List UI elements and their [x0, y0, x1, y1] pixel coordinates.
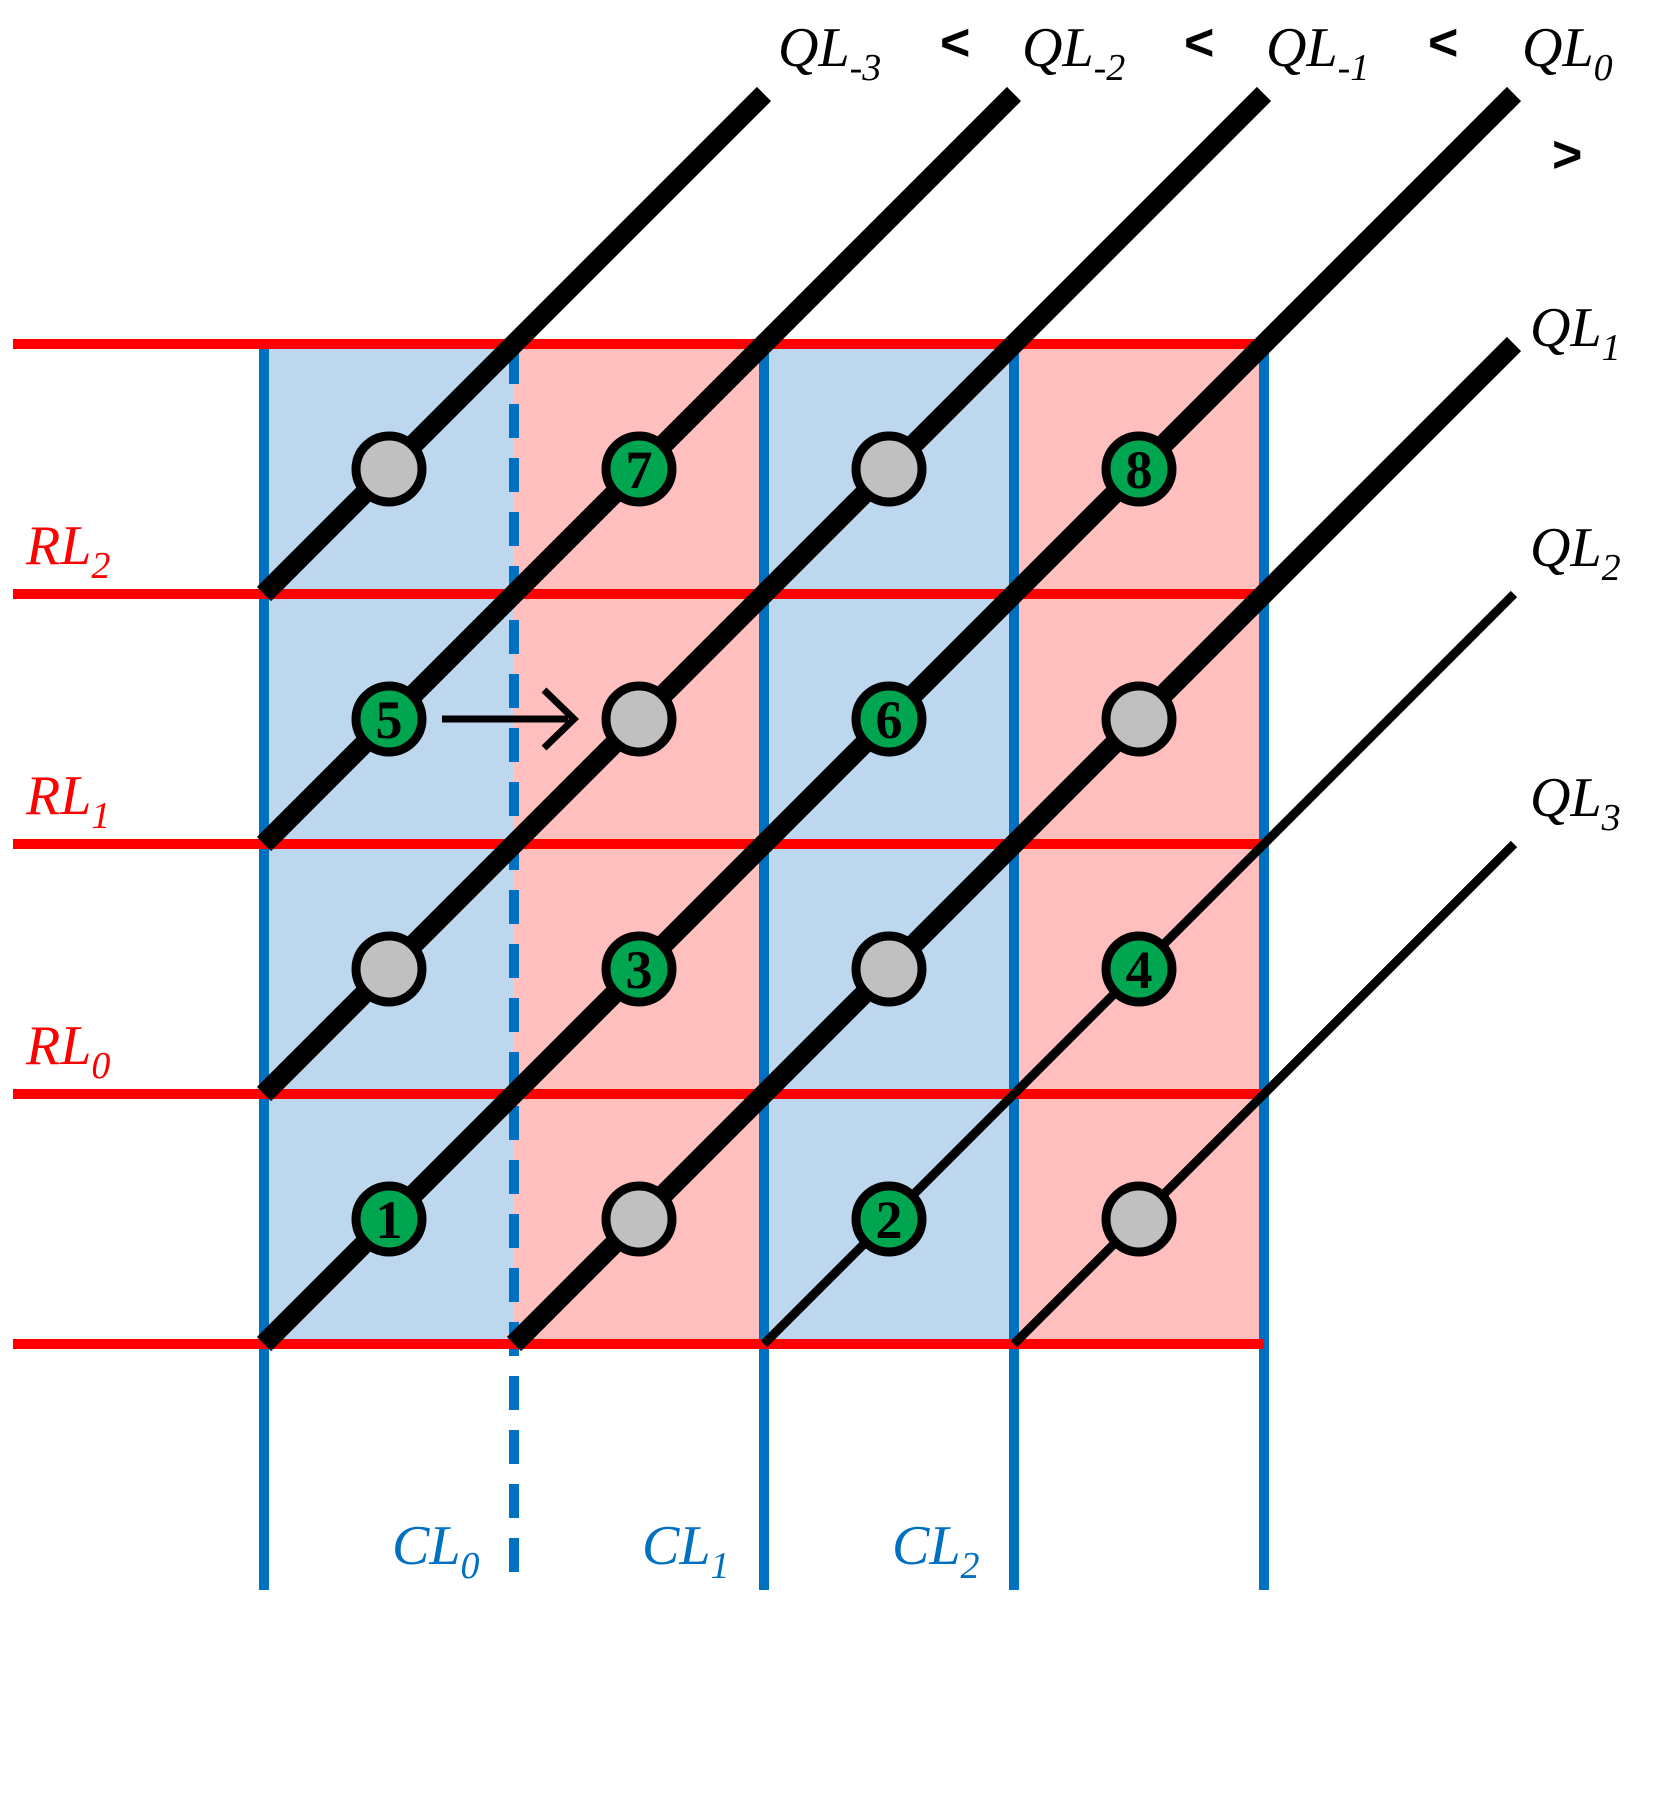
q-line-1	[506, 336, 1522, 1352]
q-line-minus3	[256, 86, 772, 602]
green-node-3: 3	[601, 931, 677, 1007]
comparator: <	[940, 14, 970, 72]
q-label-minus2: QL-2	[1022, 17, 1125, 89]
green-node-circle	[351, 681, 427, 757]
row-label-1: RL1	[25, 765, 110, 837]
row-lines	[13, 339, 1264, 1349]
shift-arrow	[442, 687, 580, 751]
q-label-0: QL0	[1522, 17, 1613, 89]
column-labels: CL0 CL1 CL2	[392, 1515, 980, 1587]
gray-node	[851, 431, 927, 507]
green-node-8: 8	[1101, 431, 1177, 507]
node-number: 5	[376, 690, 403, 750]
node-number: 1	[376, 1190, 403, 1250]
q-label-3: QL3	[1530, 767, 1621, 839]
gray-node	[1101, 1181, 1177, 1257]
node-number: 7	[626, 440, 653, 500]
arrow-head	[541, 687, 580, 751]
q-label-2: QL2	[1530, 517, 1621, 589]
q-labels: QL-3 QL-2 QL-1 QL0 QL1 QL2 QL3	[778, 17, 1621, 839]
green-node-4: 4	[1101, 931, 1177, 1007]
green-node-6: 6	[851, 681, 927, 757]
row-label-0: RL0	[25, 1015, 110, 1087]
green-node-circle	[351, 1181, 427, 1257]
comparator: <	[1184, 14, 1214, 72]
column-lines	[259, 344, 1269, 1590]
green-node-circle	[601, 931, 677, 1007]
green-node-5: 5	[351, 681, 427, 757]
green-nodes: 7 8 5 6 3 4 1 2	[351, 431, 1177, 1257]
q-label-minus1: QL-1	[1266, 17, 1369, 89]
node-number: 6	[876, 690, 903, 750]
green-node-2: 2	[851, 1181, 927, 1257]
row-label-2: RL2	[25, 515, 110, 587]
comparator: >	[1552, 126, 1582, 184]
gray-node	[601, 1181, 677, 1257]
gray-node	[851, 931, 927, 1007]
q-label-minus3: QL-3	[778, 17, 881, 89]
gray-node	[351, 931, 427, 1007]
q-line-3	[1010, 840, 1518, 1348]
node-number: 3	[626, 940, 653, 1000]
green-node-circle	[1101, 431, 1177, 507]
green-node-circle	[851, 1181, 927, 1257]
node-number: 2	[876, 1190, 903, 1250]
column-label-1: CL1	[642, 1515, 730, 1587]
gray-node	[1101, 681, 1177, 757]
node-number: 8	[1126, 440, 1153, 500]
column-label-2: CL2	[892, 1515, 980, 1587]
column-label-0: CL0	[392, 1515, 480, 1587]
comparators: < < < >	[940, 14, 1582, 184]
gray-nodes	[351, 431, 1177, 1257]
gray-node	[601, 681, 677, 757]
node-number: 4	[1126, 940, 1153, 1000]
q-label-1: QL1	[1530, 297, 1621, 369]
green-node-circle	[851, 681, 927, 757]
green-node-circle	[1101, 931, 1177, 1007]
green-node-1: 1	[351, 1181, 427, 1257]
q-line-minus1	[256, 86, 1272, 1102]
green-node-7: 7	[601, 431, 677, 507]
comparator: <	[1428, 14, 1458, 72]
green-node-circle	[601, 431, 677, 507]
row-labels: RL2 RL1 RL0	[25, 515, 110, 1087]
gray-node	[351, 431, 427, 507]
